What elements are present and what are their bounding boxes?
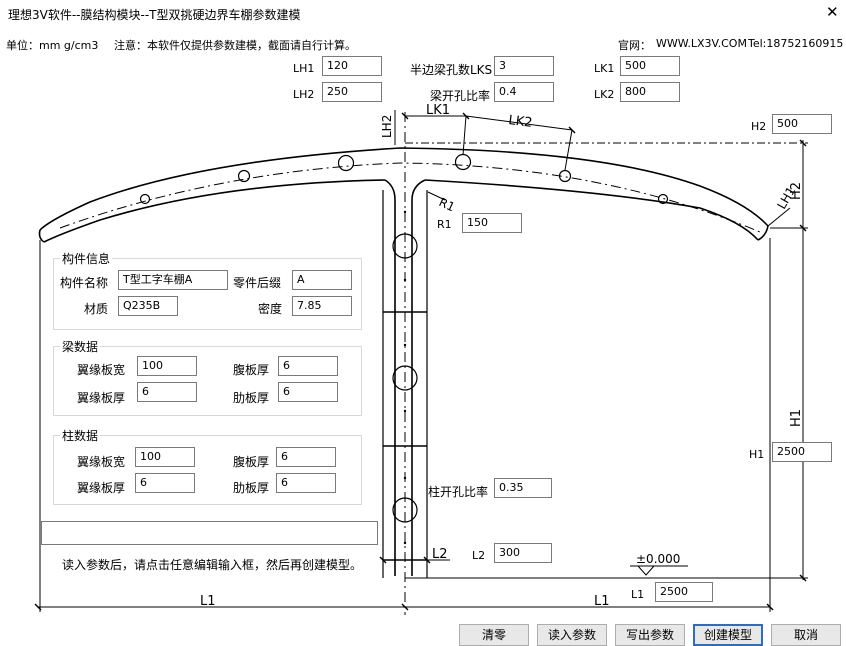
window-title: 理想3V软件--膜结构模块--T型双挑硬边界车棚参数建模	[8, 8, 301, 22]
column-hole	[392, 233, 418, 259]
col-rib-thk-label: 肋板厚	[233, 481, 270, 495]
h2-label: H2	[751, 120, 767, 133]
material-label: 材质	[84, 302, 109, 316]
lh2-label: LH2	[293, 88, 315, 101]
dim-l2: L2	[432, 547, 448, 562]
h1-label: H1	[749, 448, 765, 461]
col-flange-width-input[interactable]: 100	[135, 447, 195, 467]
lks-input[interactable]: 3	[494, 56, 554, 76]
col-ratio-input[interactable]: 0.35	[494, 478, 552, 498]
roof-top-edge	[39, 147, 769, 231]
col-flange-thk-label: 翼缘板厚	[77, 481, 126, 495]
dim-h2: H2	[789, 182, 804, 200]
roof-centerline	[59, 162, 761, 233]
roof-right-tip	[757, 225, 769, 241]
beam-hole	[337, 154, 355, 172]
col-flange-width-label: 翼缘板宽	[77, 455, 126, 469]
beam-rib-thk-input[interactable]: 6	[278, 382, 338, 402]
column-data-title: 柱数据	[60, 427, 101, 444]
dim-lk1: LK1	[426, 103, 450, 118]
col-rib-thk-input[interactable]: 6	[276, 473, 336, 493]
member-name-label: 构件名称	[60, 276, 109, 290]
dim-l1-right: L1	[594, 594, 610, 609]
lk2-dim-line	[465, 115, 573, 131]
beam-flange-thk-input[interactable]: 6	[137, 382, 197, 402]
member-name-input[interactable]: T型工字车棚A	[118, 270, 228, 290]
r1-input[interactable]: 150	[462, 213, 522, 233]
beam-data-title: 梁数据	[60, 338, 101, 355]
beam-flange-width-label: 翼缘板宽	[77, 363, 126, 377]
dim-r1: R1	[437, 195, 457, 214]
read-params-button[interactable]: 读入参数	[537, 624, 607, 646]
write-params-button[interactable]: 写出参数	[615, 624, 685, 646]
beam-web-thk-input[interactable]: 6	[278, 356, 338, 376]
tel-label: Tel:18752160915	[748, 37, 844, 50]
create-model-button[interactable]: 创建模型	[693, 624, 763, 646]
units-label: 单位：mm g/cm3	[6, 39, 99, 52]
l1-input[interactable]: 2500	[655, 582, 713, 602]
column-hole	[392, 365, 418, 391]
l2-label: L2	[472, 549, 486, 562]
website-caption: 官网：	[618, 39, 651, 52]
roof-bottom-right	[424, 179, 759, 241]
l1-label: L1	[631, 588, 645, 601]
col-web-thk-input[interactable]: 6	[276, 447, 336, 467]
col-flange-thk-input[interactable]: 6	[135, 473, 195, 493]
lk2-label: LK2	[594, 88, 615, 101]
col-web-thk-label: 腹板厚	[233, 455, 270, 469]
status-box	[41, 521, 378, 545]
density-label: 密度	[258, 302, 283, 316]
roof-bottom-left	[43, 179, 386, 243]
column-left-edge	[384, 179, 396, 576]
column-hole	[392, 497, 418, 523]
beam-ratio-input[interactable]: 0.4	[494, 82, 554, 102]
beam-hole	[139, 193, 151, 205]
h2-input[interactable]: 500	[772, 114, 832, 134]
lh2-input[interactable]: 250	[322, 82, 382, 102]
beam-flange-thk-label: 翼缘板厚	[77, 391, 126, 405]
r1-label: R1	[437, 218, 452, 231]
column-right-edge	[411, 179, 426, 576]
col-ratio-label: 柱开孔比率	[428, 485, 489, 499]
note-label: 注意：本软件仅提供参数建模，截面请自行计算。	[114, 39, 356, 52]
lk1-input[interactable]: 500	[620, 56, 680, 76]
part-suffix-label: 零件后缀	[233, 276, 282, 290]
elevation-mark: ±0.000	[636, 552, 680, 566]
beam-hole	[454, 153, 472, 171]
beam-hole	[558, 169, 572, 183]
beam-hole	[657, 193, 669, 205]
beam-ratio-label: 梁开孔比率	[430, 89, 491, 103]
dim-lk2: LK2	[508, 113, 534, 131]
material-input[interactable]: Q235B	[118, 296, 178, 316]
close-icon[interactable]: ✕	[826, 3, 839, 21]
l2-input[interactable]: 300	[494, 543, 552, 563]
beam-rib-thk-label: 肋板厚	[233, 391, 270, 405]
lh1-input[interactable]: 120	[322, 56, 382, 76]
beam-data-group	[53, 346, 362, 416]
h1-input[interactable]: 2500	[772, 442, 832, 462]
lk1-label: LK1	[594, 62, 615, 75]
dim-h1: H1	[789, 409, 804, 427]
beam-flange-width-input[interactable]: 100	[137, 356, 197, 376]
cancel-button[interactable]: 取消	[771, 624, 841, 646]
member-info-title: 构件信息	[60, 250, 113, 267]
beam-web-thk-label: 腹板厚	[233, 363, 270, 377]
dim-lh2: LH2	[380, 115, 394, 138]
lh1-label: LH1	[293, 62, 315, 75]
column-data-group	[53, 435, 362, 505]
hint-text: 读入参数后，请点击任意编辑输入框，然后再创建模型。	[62, 558, 363, 572]
beam-hole	[237, 169, 251, 183]
part-suffix-input[interactable]: A	[292, 270, 352, 290]
website-link[interactable]: WWW.LX3V.COM	[656, 37, 747, 50]
dim-l1-left: L1	[200, 594, 216, 609]
lk2-input[interactable]: 800	[620, 82, 680, 102]
clear-button[interactable]: 清零	[459, 624, 529, 646]
member-info-group	[53, 258, 362, 330]
roof-left-tip	[38, 229, 45, 243]
lks-label: 半边梁孔数LKS	[410, 63, 493, 77]
density-input[interactable]: 7.85	[292, 296, 352, 316]
